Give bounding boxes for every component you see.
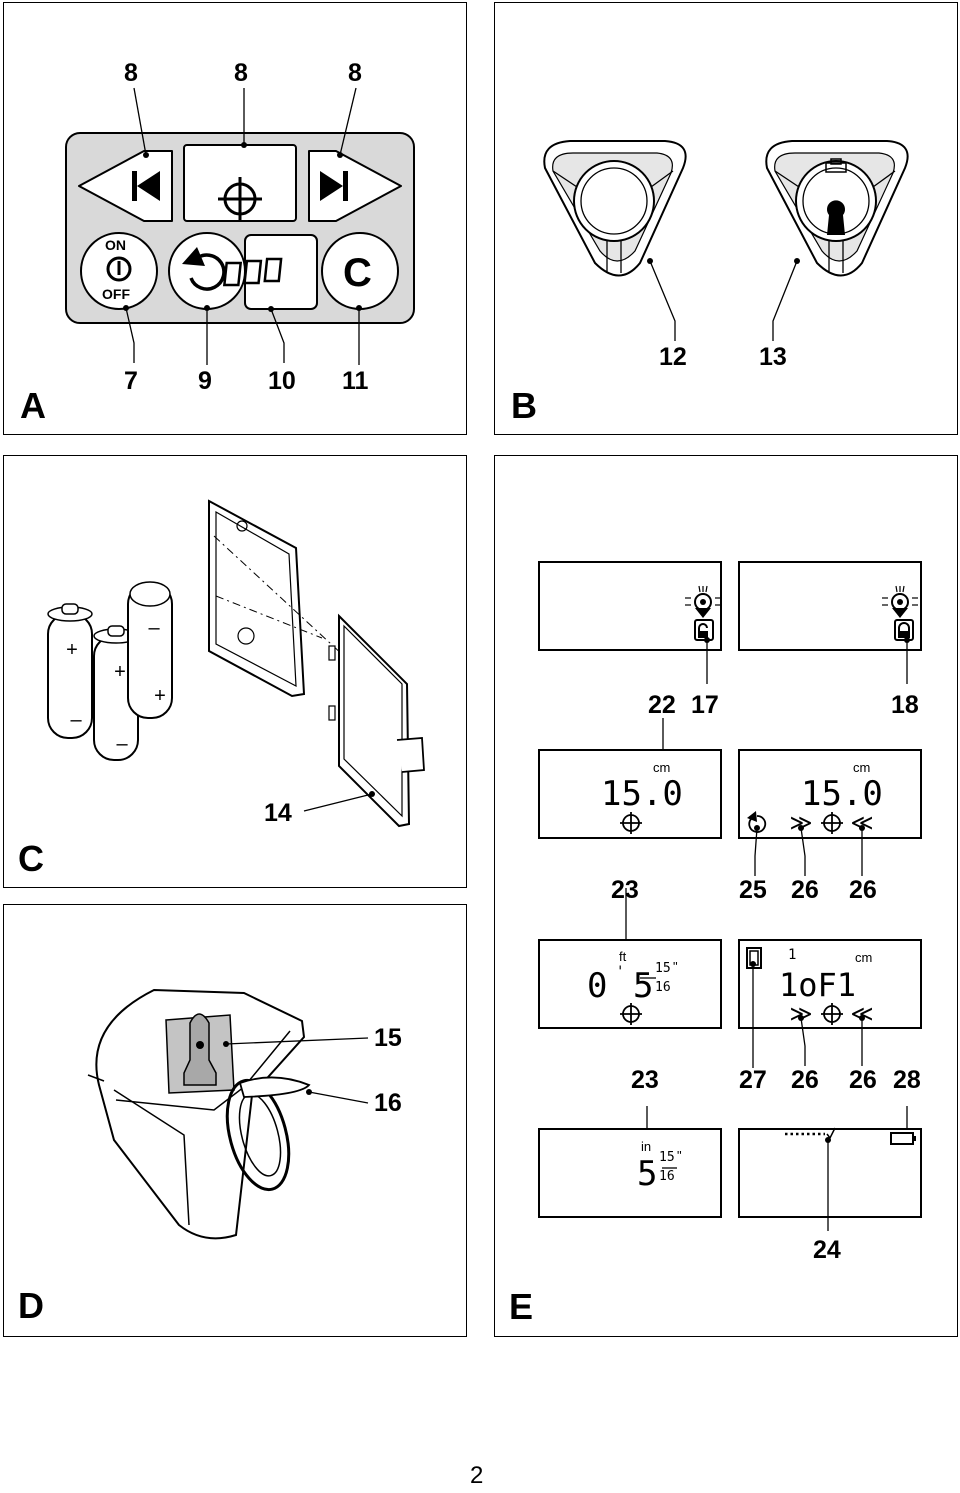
measure-button xyxy=(183,144,297,222)
callout-22: 22 xyxy=(648,691,676,719)
callout-16: 16 xyxy=(374,1089,402,1117)
display-7 xyxy=(538,1128,722,1218)
display-6: ≫ ≪ xyxy=(738,939,922,1029)
front-cap xyxy=(543,140,687,277)
fraction-denominator: 16 xyxy=(655,980,671,995)
display-2 xyxy=(738,561,922,651)
alignment-aid xyxy=(87,988,311,1240)
callout-8: 8 xyxy=(124,59,138,87)
unit-in: in xyxy=(641,1139,652,1154)
unit-cm: cm xyxy=(855,950,873,965)
svg-text:≫: ≫ xyxy=(789,810,812,835)
panel-letter: E xyxy=(509,1286,534,1327)
on-label: ON xyxy=(105,237,126,253)
svg-text:≪: ≪ xyxy=(850,810,873,835)
panel-letter: B xyxy=(511,385,537,426)
next-button xyxy=(308,150,402,222)
inch-mark: " xyxy=(673,959,678,974)
feet-mark: ' xyxy=(616,964,625,980)
display-3 xyxy=(538,749,722,839)
alignment-aid-illustration xyxy=(87,988,369,1240)
display-4: ≫ ≪ xyxy=(738,749,922,839)
callout-26: 26 xyxy=(849,1066,877,1094)
callout-7: 7 xyxy=(124,367,138,395)
previous-button xyxy=(78,150,173,222)
panel-letter: C xyxy=(18,838,44,879)
keypad-illustration xyxy=(65,87,415,365)
panel-d: 15 16 D xyxy=(3,904,467,1337)
off-label: OFF xyxy=(102,286,130,302)
fraction-numerator: 15 xyxy=(655,961,671,976)
svg-text:–: – xyxy=(70,709,82,731)
page-number: 2 xyxy=(470,1462,484,1489)
unit-ft: ft xyxy=(619,949,627,964)
battery-housing xyxy=(208,499,345,698)
callout-8: 8 xyxy=(234,59,248,87)
callout-26: 26 xyxy=(791,876,819,904)
fraction-numerator: 15 xyxy=(659,1150,675,1165)
callout-24: 24 xyxy=(813,1236,841,1264)
panel-b: 12 13 B xyxy=(494,2,958,435)
callout-8: 8 xyxy=(348,59,362,87)
svg-text:–: – xyxy=(148,617,160,639)
batteries: + – + – – + xyxy=(47,581,173,761)
callout-10: 10 xyxy=(268,367,296,395)
panel-letter: A xyxy=(20,385,46,426)
unit-cm: cm xyxy=(653,760,671,775)
fraction-denominator: 16 xyxy=(659,1169,675,1184)
callout-11: 11 xyxy=(342,367,369,395)
display-illustrations: ≫ ≪ ≫ ≪ xyxy=(538,561,922,1231)
callout-14: 14 xyxy=(264,799,292,827)
callout-26: 26 xyxy=(849,876,877,904)
function-button xyxy=(222,234,318,310)
callout-23: 23 xyxy=(631,1066,659,1094)
callout-13: 13 xyxy=(759,343,787,371)
panel-e: ≫ ≪ ≫ ≪ xyxy=(494,455,958,1337)
callout-27: 27 xyxy=(739,1066,767,1094)
callout-15: 15 xyxy=(374,1024,402,1052)
inch-mark: " xyxy=(677,1148,682,1163)
callout-17: 17 xyxy=(691,691,719,719)
caps-illustration xyxy=(543,140,909,341)
display-1 xyxy=(538,561,722,651)
battery-cover xyxy=(328,613,425,828)
clear-label: C xyxy=(343,251,372,295)
svg-text:–: – xyxy=(116,733,128,755)
svg-text:+: + xyxy=(154,685,166,707)
callout-25: 25 xyxy=(739,876,767,904)
power-button xyxy=(80,232,158,310)
reference-button xyxy=(168,232,246,310)
svg-text:≪: ≪ xyxy=(850,1001,873,1026)
feet-value: 0 xyxy=(587,966,608,1006)
rear-cap xyxy=(765,140,909,277)
callout-18: 18 xyxy=(891,691,919,719)
callout-28: 28 xyxy=(893,1066,921,1094)
battery-compartment-illustration: + – + – – + xyxy=(47,499,425,828)
measurement-value: 15.0 xyxy=(801,774,883,814)
measurement-value: 15.0 xyxy=(601,774,683,814)
display-8 xyxy=(738,1127,922,1218)
callout-12: 12 xyxy=(659,343,687,371)
panel-letter: D xyxy=(18,1285,44,1326)
svg-text:≫: ≫ xyxy=(789,1001,812,1026)
panel-c: + – + – – + xyxy=(3,455,467,888)
panel-a: ON OFF C 8 8 8 7 9 10 11 A xyxy=(3,2,467,435)
sequence-value: 1oF1 xyxy=(779,966,857,1004)
callout-23: 23 xyxy=(611,876,639,904)
svg-text:+: + xyxy=(114,661,126,683)
svg-text:+: + xyxy=(66,639,78,661)
callout-9: 9 xyxy=(198,367,212,395)
inches-value: 5 xyxy=(637,1154,658,1194)
callout-26: 26 xyxy=(791,1066,819,1094)
unit-cm: cm xyxy=(853,760,871,775)
sequence-index: 1 xyxy=(788,947,797,963)
display-5 xyxy=(538,939,722,1029)
inches-value: 5 xyxy=(633,966,654,1006)
